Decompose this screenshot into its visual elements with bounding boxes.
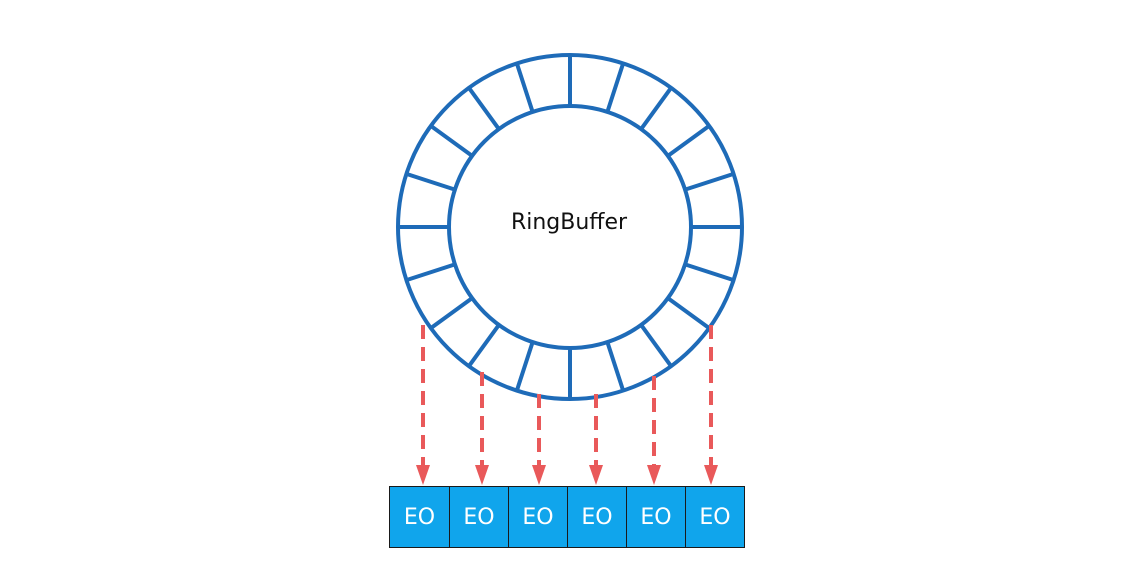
- consumer-eo-2: EO: [449, 487, 508, 547]
- arrow-head: [589, 465, 603, 485]
- consumer-eo-6: EO: [685, 487, 744, 547]
- consumer-eo-1: EO: [390, 487, 449, 547]
- consumer-row: EO EO EO EO EO EO: [389, 486, 745, 548]
- consumer-eo-3: EO: [508, 487, 567, 547]
- arrow-head: [532, 465, 546, 485]
- ring-slot-divider: [514, 62, 535, 113]
- ring-slot-divider: [684, 171, 735, 192]
- ring-slot-dividers: [398, 55, 742, 399]
- ringbuffer-label: RingBuffer: [510, 210, 628, 235]
- ring-slot-divider: [467, 323, 501, 368]
- ring-slot-divider: [684, 262, 735, 283]
- ring-slot-divider: [405, 171, 456, 192]
- ring-slot-divider: [605, 62, 626, 113]
- ring-slot-divider: [429, 296, 474, 330]
- arrows-group: [416, 325, 718, 485]
- ring-slot-divider: [666, 296, 711, 330]
- arrow-head: [416, 465, 430, 485]
- consumer-eo-4: EO: [567, 487, 626, 547]
- ring-slot-divider: [514, 341, 535, 392]
- ring-slot-divider: [666, 124, 711, 158]
- ring-slot-divider: [405, 262, 456, 283]
- arrow-head: [647, 465, 661, 485]
- arrow-head: [704, 465, 718, 485]
- ring-slot-divider: [429, 124, 474, 158]
- ring-slot-divider: [467, 86, 501, 131]
- ring-slot-divider: [605, 341, 626, 392]
- arrow-head: [475, 465, 489, 485]
- ring-slot-divider: [639, 86, 673, 131]
- ring-slot-divider: [639, 323, 673, 368]
- consumer-eo-5: EO: [626, 487, 685, 547]
